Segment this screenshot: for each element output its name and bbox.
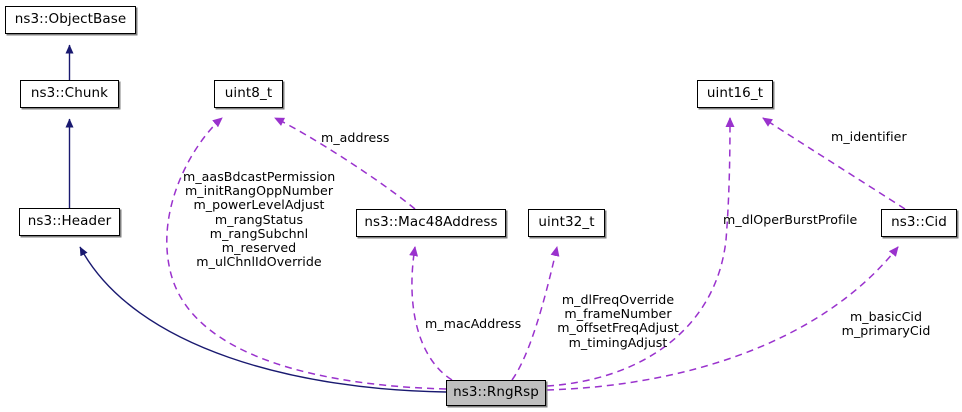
edge-rngrsp-to-cid — [546, 246, 899, 391]
edge-rngrsp-to-uint8 — [166, 117, 447, 390]
node-label: ns3::Mac48Address — [364, 214, 498, 231]
edge-label-m-dloperburstprofile: m_dlOperBurstProfile — [723, 212, 858, 227]
node-label: ns3::Header — [27, 213, 112, 230]
node-ns3-objectbase[interactable]: ns3::ObjectBase — [5, 6, 136, 34]
edge-label-m-address: m_address — [321, 130, 390, 145]
node-ns3-mac48address[interactable]: ns3::Mac48Address — [356, 209, 506, 237]
edge-rngrsp-to-mac48address — [409, 246, 453, 381]
node-label: uint16_t — [706, 85, 764, 102]
edge-label-uint8-fields: m_aasBdcastPermission m_initRangOppNumbe… — [183, 169, 336, 270]
node-uint8-t[interactable]: uint8_t — [214, 80, 283, 108]
node-ns3-header[interactable]: ns3::Header — [19, 208, 120, 236]
node-label: ns3::Chunk — [30, 85, 109, 102]
edge-rngrsp-to-uint32 — [511, 246, 560, 381]
edge-mac48address-to-uint8 — [274, 117, 416, 210]
node-uint16-t[interactable]: uint16_t — [697, 80, 773, 108]
node-ns3-rngrsp[interactable]: ns3::RngRsp — [446, 380, 546, 406]
node-label: ns3::Cid — [891, 214, 947, 231]
node-label: ns3::ObjectBase — [14, 11, 127, 28]
edge-rngrsp-to-header — [79, 246, 447, 393]
node-ns3-cid[interactable]: ns3::Cid — [881, 209, 957, 237]
node-ns3-chunk[interactable]: ns3::Chunk — [20, 80, 119, 108]
node-label: uint8_t — [224, 85, 273, 102]
node-uint32-t[interactable]: uint32_t — [528, 209, 605, 237]
edge-label-cid-fields: m_basicCid m_primaryCid — [841, 309, 931, 339]
edge-label-uint32-fields: m_dlFreqOverride m_frameNumber m_offsetF… — [557, 292, 679, 350]
edge-label-m-identifier: m_identifier — [831, 129, 907, 144]
node-label: ns3::RngRsp — [453, 384, 539, 401]
edge-label-m-macaddress: m_macAddress — [425, 316, 522, 331]
edge-rngrsp-to-uint16 — [546, 117, 735, 387]
node-label: uint32_t — [538, 214, 595, 231]
